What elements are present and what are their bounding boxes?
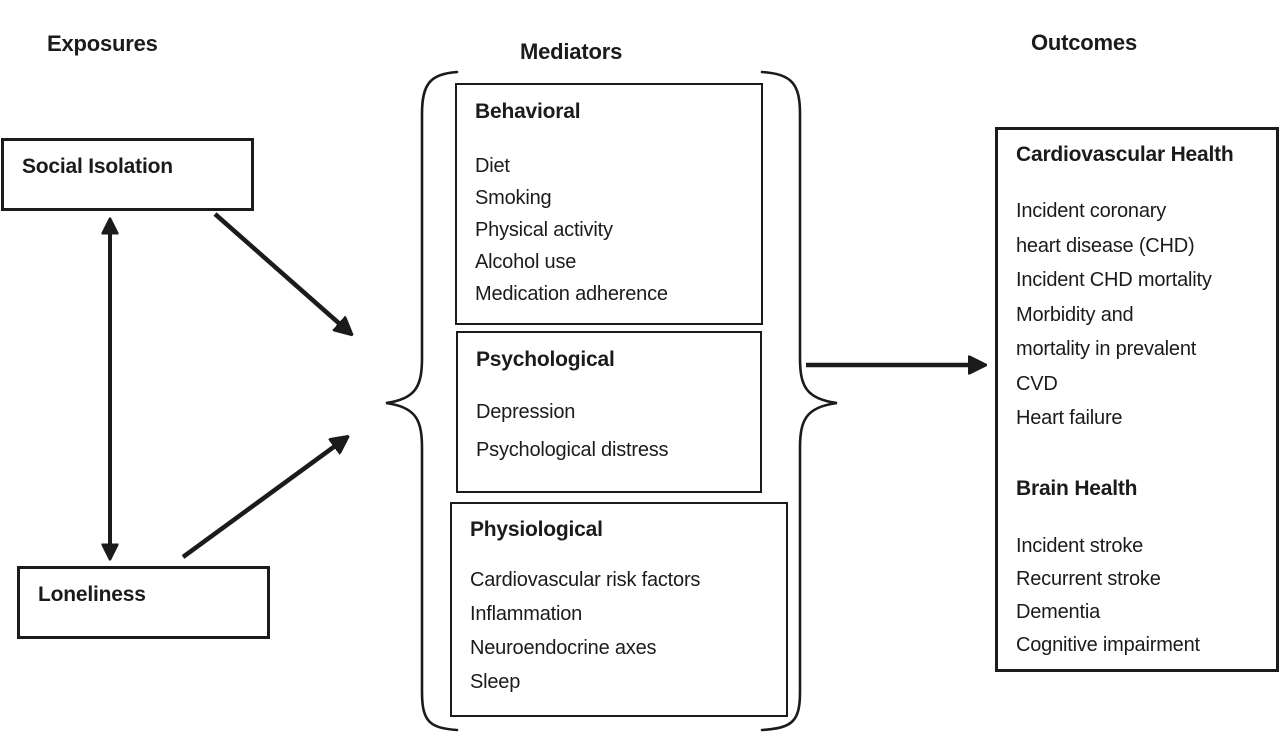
behavioral-mediators-box: Behavioral Diet Smoking Physical activit… xyxy=(455,83,763,325)
psychological-mediators-box: Psychological Depression Psychological d… xyxy=(456,331,762,493)
physiological-mediators-box: Physiological Cardiovascular risk factor… xyxy=(450,502,788,717)
social-isolation-box: Social Isolation xyxy=(1,138,254,211)
social-isolation-label: Social Isolation xyxy=(22,155,173,178)
mediator-item: Physical activity xyxy=(475,219,613,241)
outcome-line: Incident coronary xyxy=(1016,200,1167,222)
outcome-line: Recurrent stroke xyxy=(1016,567,1161,590)
loneliness-to-mediators-arrow xyxy=(181,438,346,559)
behavioral-title: Behavioral xyxy=(475,100,581,123)
brain-health-title: Brain Health xyxy=(1016,476,1138,500)
isolation-to-mediators-arrow xyxy=(213,212,350,333)
outcomes-heading: Outcomes xyxy=(1031,30,1137,55)
outcome-line: heart disease (CHD) xyxy=(1016,234,1195,257)
psychological-title: Psychological xyxy=(476,348,615,371)
mediator-item: Sleep xyxy=(470,671,521,693)
mediator-item: Inflammation xyxy=(470,603,583,625)
mediator-item: Neuroendocrine axes xyxy=(470,637,657,659)
outcome-line: Heart failure xyxy=(1016,407,1123,429)
outcome-line: Cognitive impairment xyxy=(1016,633,1200,656)
cardiovascular-health-title: Cardiovascular Health xyxy=(1016,143,1234,166)
outcome-line: Morbidity and xyxy=(1016,303,1134,326)
loneliness-label: Loneliness xyxy=(38,583,146,606)
outcome-line: Incident stroke xyxy=(1016,534,1144,557)
exposures-heading: Exposures xyxy=(47,31,158,56)
left-brace xyxy=(385,70,459,732)
mediator-item: Diet xyxy=(475,155,510,177)
psychological-items: Depression Psychological distress xyxy=(458,393,760,469)
mediators-heading: Mediators xyxy=(520,39,623,64)
outcome-line: CVD xyxy=(1016,372,1058,395)
outcome-line: Dementia xyxy=(1016,600,1100,623)
brain-health-items: Incident stroke Recurrent stroke Dementi… xyxy=(998,530,1276,662)
physiological-items: Cardiovascular risk factors Inflammation… xyxy=(452,563,786,699)
outcomes-box: Cardiovascular Health Incident coronary … xyxy=(995,127,1279,672)
loneliness-box: Loneliness xyxy=(17,566,270,639)
behavioral-items: Diet Smoking Physical activity Alcohol u… xyxy=(457,150,761,310)
physiological-title: Physiological xyxy=(470,518,603,541)
outcome-line: Incident CHD mortality xyxy=(1016,269,1212,291)
mediator-item: Cardiovascular risk factors xyxy=(470,569,701,591)
right-brace xyxy=(760,70,838,732)
mediator-item: Smoking xyxy=(475,187,552,209)
mediator-item: Medication adherence xyxy=(475,283,668,305)
mediator-item: Psychological distress xyxy=(476,439,669,461)
mediator-item: Depression xyxy=(476,401,576,423)
mediator-item: Alcohol use xyxy=(475,251,577,273)
outcome-line: mortality in prevalent xyxy=(1016,338,1197,360)
cardiovascular-health-items: Incident coronary heart disease (CHD) In… xyxy=(998,194,1276,436)
